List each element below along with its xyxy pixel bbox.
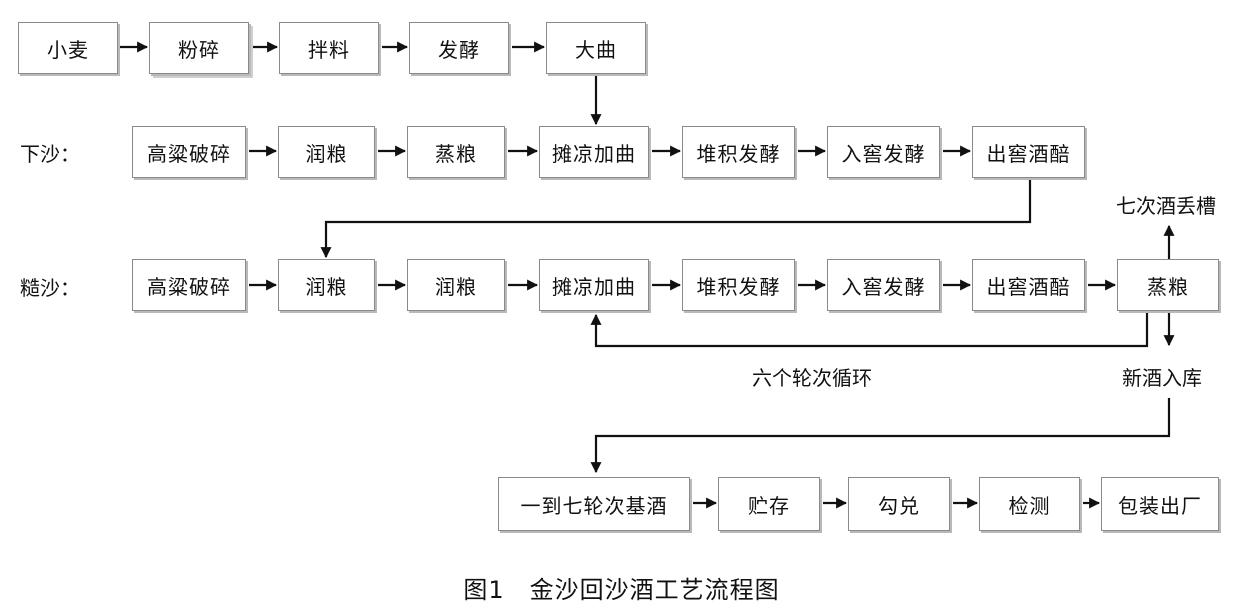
flow-step-storage: 贮存 [718,477,820,531]
arrow [320,177,1032,259]
flow-step-steam-final: 蒸粮 [1117,259,1219,311]
arrow [590,312,1149,348]
flow-step-moisten: 润粮 [278,259,375,311]
flow-step-base-liquor: 一到七轮次基酒 [498,477,690,531]
flow-step-steam: 蒸粮 [407,126,505,178]
flow-step-cool-add-qu: 摊凉加曲 [539,259,649,311]
annotation-storage: 新酒入库 [1122,366,1202,390]
annotation-discard: 七次酒丢槽 [1116,194,1216,218]
flow-step-moisten-2: 润粮 [407,259,505,311]
flow-step-cellar-ferment: 入窖发酵 [827,126,940,178]
arrow [590,398,1171,474]
flow-step-mix: 拌料 [279,22,379,74]
flow-step-daqu: 大曲 [546,22,646,74]
flow-step-package: 包装出厂 [1101,477,1219,531]
flow-step-ferment: 发酵 [409,22,509,74]
row-label-xiasha: 下沙： [20,142,80,166]
flow-step-wheat: 小麦 [18,22,118,74]
flow-step-blend: 勾兑 [848,477,950,531]
flow-step-cool-add-qu: 摊凉加曲 [539,126,649,178]
flow-step-out-cellar: 出窖酒醅 [972,126,1085,178]
flow-step-sorghum-crush: 高粱破碎 [132,259,246,311]
flow-step-pile-ferment: 堆积发酵 [682,259,795,311]
flow-step-pile-ferment: 堆积发酵 [682,126,795,178]
flow-step-inspect: 检测 [979,477,1080,531]
flow-step-out-cellar: 出窖酒醅 [972,259,1085,311]
flow-step-cellar-ferment: 入窖发酵 [827,259,940,311]
flow-step-crush: 粉碎 [149,22,249,74]
flow-step-moisten: 润粮 [278,126,375,178]
annotation-cycle: 六个轮次循环 [752,366,872,390]
figure-caption: 图1 金沙回沙酒工艺流程图 [463,576,780,604]
row-label-caosha: 糙沙： [20,276,80,300]
flow-step-sorghum-crush: 高粱破碎 [132,126,246,178]
